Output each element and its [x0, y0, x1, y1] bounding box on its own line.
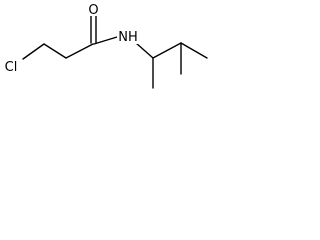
atom-oxygen: O: [87, 2, 100, 18]
nitrogen-hydrogen-label: NH: [118, 30, 138, 45]
bond-ch2-to-chlorine: [22, 43, 45, 60]
chemical-structure: O NH Cl: [2, 2, 208, 89]
atom-chlorine: Cl: [2, 59, 20, 75]
chlorine-label: Cl: [5, 60, 18, 75]
bond-ch-to-isopropyl-ch: [152, 42, 182, 59]
bond-ch2-to-ch2: [43, 43, 67, 59]
atom-nitrogen: NH: [117, 29, 139, 45]
bond-isopropyl-to-methyl-upper: [180, 42, 208, 59]
bond-carbonyl-to-nitrogen: [93, 36, 118, 45]
oxygen-label: O: [88, 3, 98, 18]
bond-nitrogen-to-ch: [135, 42, 154, 59]
bond-carbonyl-to-ch2: [65, 43, 94, 59]
